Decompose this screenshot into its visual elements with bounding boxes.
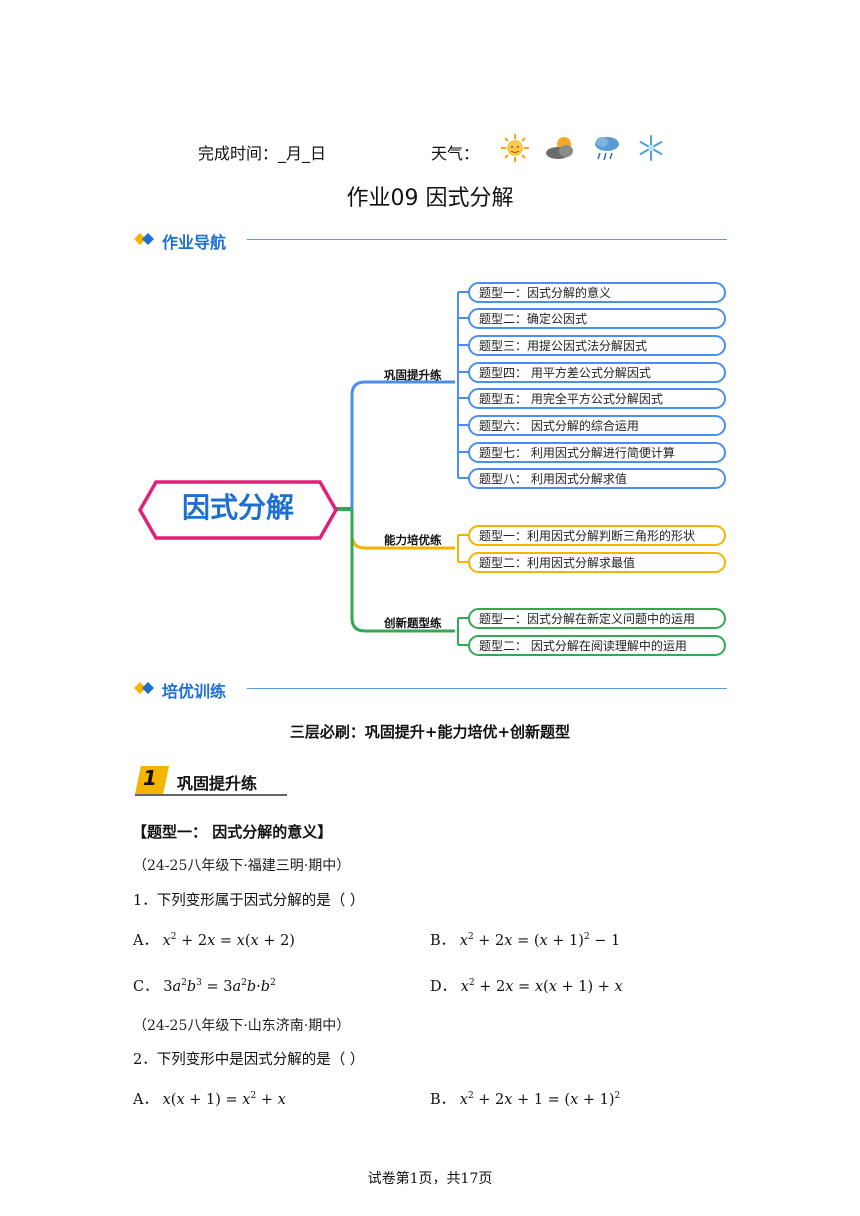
snowflake-icon	[639, 135, 663, 161]
option-formula: x2 + 2x + 1 = (x + 1)2	[459, 1091, 621, 1108]
option-label: A．	[133, 1092, 158, 1108]
option-formula: x2 + 2x = x(x + 1) + x	[460, 978, 623, 995]
option-formula: x(x + 1) = x2 + x	[162, 1091, 286, 1108]
question-source: （24-25八年级下·福建三明·期中）	[133, 858, 351, 874]
train-section-label: 培优训练	[162, 682, 227, 701]
mindmap-root: 因式分解	[181, 491, 294, 524]
question-type-heading: 【题型一： 因式分解的意义】	[132, 823, 333, 841]
subtitle: 三层必刷：巩固提升+能力培优+创新题型	[289, 723, 571, 741]
option-formula: x2 + 2x = (x + 1)2 − 1	[459, 932, 621, 949]
question-source: （24-25八年级下·山东济南·期中）	[133, 1018, 351, 1034]
mindmap-item: 题型二：利用因式分解求最值	[468, 552, 726, 573]
mindmap-category-innovation: 创新题型练	[384, 616, 442, 630]
mindmap-item: 题型八： 利用因式分解求值	[468, 468, 726, 489]
mindmap-item: 题型二：确定公因式	[468, 308, 726, 329]
mindmap-item: 题型二： 因式分解在阅读理解中的运用	[468, 635, 726, 656]
mindmap-item: 题型一：因式分解的意义	[468, 282, 726, 303]
option-c[interactable]: C． 3a2b3 = 3a2b·b2	[133, 975, 276, 996]
mindmap-root-shape	[138, 480, 338, 540]
sun-icon	[501, 134, 529, 162]
mindmap-category-consolidate: 巩固提升练	[384, 368, 442, 382]
option-label: B．	[430, 933, 456, 949]
option-d[interactable]: D． x2 + 2x = x(x + 1) + x	[430, 975, 623, 996]
mindmap-category-ability: 能力培优练	[384, 533, 442, 547]
section-divider	[247, 239, 727, 240]
completion-time-label: 完成时间：_月_日	[198, 144, 327, 163]
option-b[interactable]: B． x2 + 2x + 1 = (x + 1)2	[430, 1088, 620, 1109]
option-a[interactable]: A． x(x + 1) = x2 + x	[133, 1088, 286, 1109]
nav-section-label: 作业导航	[162, 233, 227, 252]
option-formula: 3a2b3 = 3a2b·b2	[163, 978, 276, 995]
section-divider	[247, 688, 727, 689]
option-label: C．	[133, 979, 159, 995]
double-chevron-icon	[134, 682, 154, 694]
partly-cloudy-icon	[546, 137, 573, 159]
level-badge-shape	[135, 766, 287, 796]
mindmap-item: 题型六： 因式分解的综合运用	[468, 415, 726, 436]
option-a[interactable]: A． x2 + 2x = x(x + 2)	[133, 929, 295, 950]
option-label: A．	[133, 933, 158, 949]
mindmap-connectors	[336, 291, 468, 646]
mindmap: 因式分解 巩固提升练 能力培优练 创新题型练 题型一：因式分解的意义 题型二：确…	[138, 282, 726, 656]
option-b[interactable]: B． x2 + 2x = (x + 1)2 − 1	[430, 929, 620, 950]
mindmap-item: 题型四： 用平方差公式分解因式	[468, 362, 726, 383]
level-badge: 1 巩固提升练	[133, 764, 288, 798]
rain-cloud-icon	[595, 137, 619, 161]
double-chevron-icon	[134, 233, 154, 245]
level-badge-number: 1	[143, 766, 157, 790]
nav-section-heading: 作业导航	[132, 228, 727, 252]
mindmap-item: 题型一：利用因式分解判断三角形的形状	[468, 525, 726, 546]
question-stem: 2．下列变形中是因式分解的是（ ）	[133, 1052, 365, 1068]
train-section-heading: 培优训练	[132, 677, 727, 701]
mindmap-item: 题型三：用提公因式法分解因式	[468, 335, 726, 356]
mindmap-item: 题型一：因式分解在新定义问题中的运用	[468, 608, 726, 629]
option-formula: x2 + 2x = x(x + 2)	[162, 932, 295, 949]
question-stem: 1．下列变形属于因式分解的是（ ）	[133, 893, 365, 909]
weather-label: 天气：	[431, 144, 480, 163]
mindmap-item: 题型五： 用完全平方公式分解因式	[468, 388, 726, 409]
level-badge-label: 巩固提升练	[177, 774, 258, 793]
option-label: D．	[430, 979, 457, 995]
page-title: 作业09 因式分解	[346, 186, 514, 211]
page-footer: 试卷第1页，共17页	[367, 1171, 493, 1187]
mindmap-item: 题型七： 利用因式分解进行简便计算	[468, 442, 726, 463]
option-label: B．	[430, 1092, 456, 1108]
